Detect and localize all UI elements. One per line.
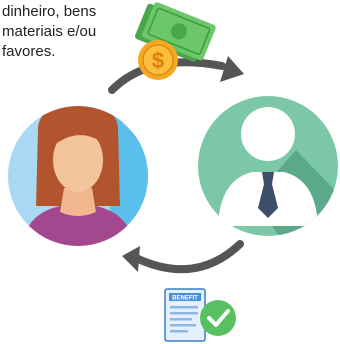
caption-text: dinheiro, bens materiais e/ou favores. <box>2 3 97 60</box>
curved-arrow-right-icon <box>108 56 244 94</box>
check-badge-icon <box>200 300 236 336</box>
businessman-avatar-icon <box>198 96 338 236</box>
curved-arrow-left-icon <box>122 240 244 274</box>
money-icon <box>135 2 216 62</box>
document-title: BENEFIT <box>172 296 198 302</box>
benefit-document-icon: BENEFIT <box>164 288 206 342</box>
coin-symbol: $ <box>152 48 164 73</box>
dollar-coin-icon: $ <box>138 40 178 80</box>
woman-avatar-icon <box>8 106 148 246</box>
